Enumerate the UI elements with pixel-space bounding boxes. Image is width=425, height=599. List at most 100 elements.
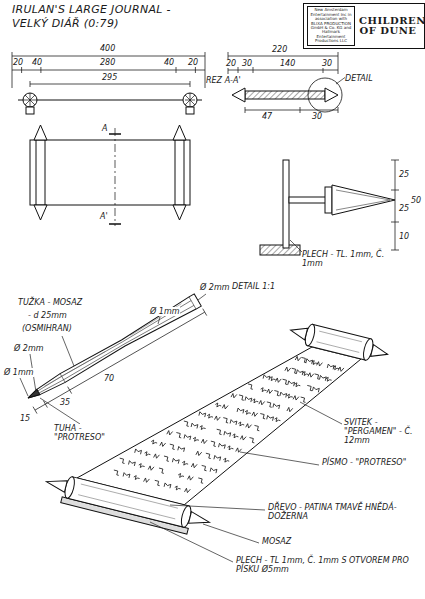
dimension-lines <box>30 84 190 85</box>
side-view <box>26 107 34 114</box>
script-glyph <box>325 377 332 382</box>
bottom-roller <box>42 471 212 539</box>
script-glyph <box>167 430 173 435</box>
script-glyph <box>296 370 303 375</box>
dimension-lines <box>176 67 177 73</box>
logo-box: New Amsterdam Entertainment Inc in assoc… <box>303 3 425 49</box>
script-glyph <box>174 486 181 491</box>
leader-lines <box>150 522 233 562</box>
annotation: 30 <box>312 112 322 121</box>
script-glyph <box>223 458 230 463</box>
script-glyph <box>178 473 185 478</box>
script-glyph <box>199 412 206 417</box>
section-view <box>232 78 342 112</box>
script-glyph <box>184 435 191 440</box>
script-glyph <box>273 404 280 409</box>
leader-lines <box>240 452 319 465</box>
bottom-roller <box>78 484 178 519</box>
leader-lines <box>40 398 80 424</box>
top-roller <box>307 324 371 360</box>
script-glyph <box>308 373 314 378</box>
script-glyph <box>191 463 197 468</box>
script-glyph <box>222 404 228 409</box>
annotation: 20 <box>188 58 198 67</box>
detail-view <box>289 197 327 203</box>
leader-lines <box>290 240 302 252</box>
annotation: DŘEVO - PATINA TMAVĚ HNĚDÁ-DOŽERNA <box>268 503 408 521</box>
script-glyph <box>245 410 252 415</box>
script-glyph <box>175 433 182 438</box>
bottom-roller <box>67 477 189 527</box>
dimension-lines <box>391 160 399 161</box>
annotation: Ø 2mm <box>14 344 44 353</box>
leader-lines <box>20 378 28 396</box>
plan-view <box>30 140 190 205</box>
side-view <box>18 93 202 114</box>
dimension-lines <box>195 67 196 73</box>
leader-lines <box>203 524 259 543</box>
script-glyph <box>317 361 323 366</box>
leader-lines <box>62 336 74 366</box>
annotation: A' <box>100 212 108 221</box>
script-glyph <box>285 367 291 372</box>
dimension-lines <box>395 160 396 250</box>
script-glyph <box>172 458 179 463</box>
script-glyph <box>287 407 293 412</box>
detail-view <box>332 185 395 215</box>
script-glyph <box>267 389 273 394</box>
dimension-lines <box>391 222 399 223</box>
script-glyph <box>129 461 136 466</box>
dimension-lines <box>190 81 191 87</box>
annotation: 40 <box>164 58 174 67</box>
script-glyph <box>119 458 126 463</box>
side-view <box>23 93 195 107</box>
dimension-lines <box>245 110 338 111</box>
script-glyph <box>275 378 281 383</box>
script-glyph <box>219 443 226 448</box>
annotation: 20 <box>226 59 236 68</box>
script-glyph <box>113 470 120 475</box>
dimension-lines <box>228 70 338 71</box>
leader-lines <box>300 402 342 424</box>
script-glyph <box>237 408 244 413</box>
script-glyph <box>259 414 266 419</box>
script-glyph <box>222 418 229 423</box>
dimension-lines <box>30 81 31 87</box>
detail-view <box>325 187 332 213</box>
annotation: 10 <box>399 232 409 241</box>
script-glyph <box>306 385 313 390</box>
script-glyph <box>197 478 204 483</box>
annotation: 70 <box>104 374 114 383</box>
annotation: 295 <box>102 73 117 82</box>
plan-view <box>115 128 116 226</box>
leader-lines <box>170 505 265 510</box>
annotation: TUHA - "PROTRESO" <box>54 424 134 442</box>
script-writing <box>113 356 344 493</box>
annotation: 30 <box>242 59 252 68</box>
annotation: Ø 2mm <box>200 283 230 292</box>
annotation: Ø 1mm <box>150 307 180 316</box>
script-glyph <box>164 483 171 488</box>
script-glyph <box>169 444 176 449</box>
annotation: 25 <box>399 170 409 179</box>
script-glyph <box>269 376 276 381</box>
dimension-lines <box>391 250 399 251</box>
script-glyph <box>259 400 265 405</box>
top-roller <box>289 324 389 360</box>
annotation: 35 <box>60 398 70 407</box>
annotation: SVITEK - "PERGAMEN" - Č. 12mm <box>344 418 422 446</box>
script-glyph <box>224 431 231 436</box>
script-glyph <box>273 391 280 396</box>
annotation: REZ A-A' <box>206 76 241 85</box>
annotation: 47 <box>262 112 272 121</box>
annotation: 50 <box>411 196 421 205</box>
script-glyph <box>320 375 327 380</box>
leader-lines <box>20 76 347 562</box>
script-glyph <box>154 480 161 485</box>
script-glyph <box>207 414 214 419</box>
script-glyph <box>193 437 200 442</box>
script-glyph <box>306 359 313 364</box>
script-glyph <box>263 375 270 380</box>
annotation: DETAIL 1:1 <box>232 282 275 291</box>
